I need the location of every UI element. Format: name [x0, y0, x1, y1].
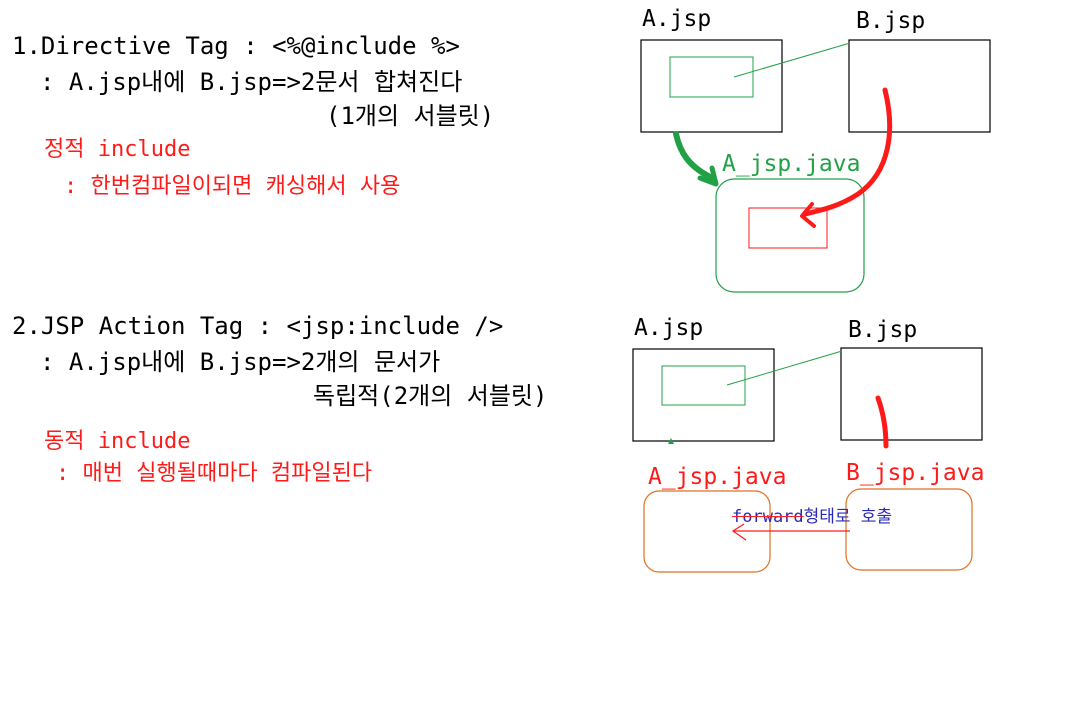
a-jsp-java-label-2: A_jsp.java [648, 464, 787, 490]
forward-word: forward [732, 507, 804, 527]
b-jsp-label-1: B.jsp [856, 8, 926, 34]
compile-arrow-green [673, 131, 715, 181]
a-jsp-box-2 [632, 348, 775, 442]
section2-red-title: 동적 include [44, 429, 191, 454]
a-jsp-include-region-2 [661, 365, 746, 406]
forward-rest: 형태로 호출 [803, 507, 893, 527]
compile-arrow-green-head [697, 165, 719, 187]
a-jsp-include-region-1 [669, 56, 754, 98]
merge-arrow-red [802, 87, 893, 217]
include-link-line-1 [733, 42, 851, 78]
include-link-line-2 [726, 350, 843, 386]
section1-line3: (1개의 서블릿) [326, 102, 495, 130]
b-jsp-label-2: B.jsp [848, 317, 918, 343]
section2-title: 2.JSP Action Tag : <jsp:include /> [12, 312, 504, 340]
red-stroke-2 [875, 395, 889, 449]
section1-red-title: 정적 include [44, 137, 191, 162]
b-jsp-box-2 [840, 347, 983, 441]
b-merged-region-1 [748, 207, 828, 249]
section2-red-desc: : 매번 실행될때마다 컴파일된다 [56, 461, 373, 486]
section1-line2: : A.jsp내에 B.jsp=>2문서 합쳐진다 [40, 68, 463, 96]
b-jsp-java-label-2: B_jsp.java [846, 460, 985, 486]
green-mark-2 [668, 438, 674, 444]
a-jsp-box-1 [640, 39, 783, 133]
forward-arrow-head [731, 523, 747, 541]
a-jsp-java-label-1: A_jsp.java [722, 151, 861, 177]
forward-call-label: forward형태로 호출 [732, 509, 892, 526]
a-jsp-java-box-1 [715, 178, 865, 293]
a-jsp-label-2: A.jsp [634, 315, 704, 341]
section2-line2: : A.jsp내에 B.jsp=>2개의 문서가 [40, 348, 441, 376]
a-jsp-label-1: A.jsp [642, 6, 712, 32]
section1-title: 1.Directive Tag : <%@include %> [12, 32, 460, 60]
merge-arrow-red-head [800, 202, 816, 228]
b-jsp-java-box-2 [845, 488, 973, 571]
section2-line3: 독립적(2개의 서블릿) [313, 382, 548, 410]
section1-red-desc: : 한번컴파일이되면 캐싱해서 사용 [64, 174, 401, 199]
b-jsp-box-1 [848, 39, 991, 133]
